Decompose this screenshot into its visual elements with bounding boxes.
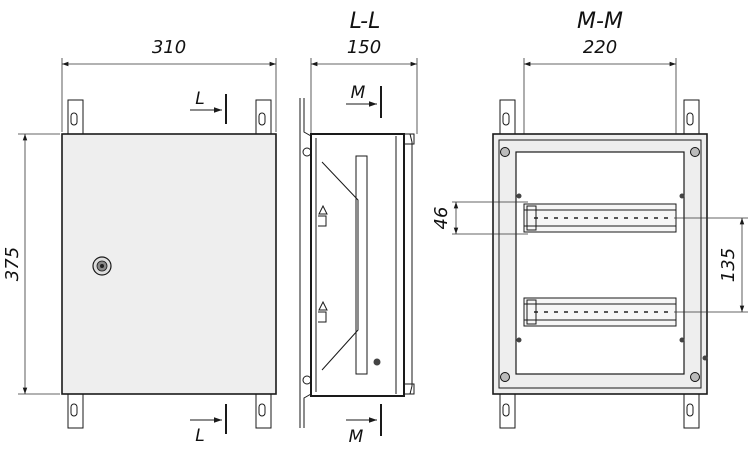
side-section-title: L-L (350, 9, 381, 34)
interior-section-title: M-M (577, 9, 623, 34)
din-rail-lower (523, 297, 677, 327)
din-rail-upper (523, 203, 677, 233)
width-dimension: 310 (61, 37, 277, 132)
interior-section: M-M 220 (431, 9, 748, 429)
depth-dimension-label: 150 (347, 37, 381, 58)
front-view: 310 375 L L (2, 37, 277, 446)
corner-screws (500, 147, 708, 382)
section-cut-marker-top: L (190, 89, 227, 124)
height-dimension: 375 (2, 133, 60, 395)
rail-height-dimension: 46 (431, 201, 528, 235)
side-cut-marker-top: M (346, 83, 382, 118)
side-cut-letter-bottom: M (349, 427, 364, 447)
rail-spacing-label: 135 (718, 248, 739, 282)
cut-letter-bottom: L (195, 426, 204, 446)
rail-spacing-dimension: 135 (674, 217, 748, 313)
door-lock-icon (92, 256, 112, 276)
mounting-plate (515, 151, 685, 375)
interior-width-label: 220 (583, 37, 617, 58)
section-cut-marker-bottom: L (190, 404, 227, 446)
width-dimension-label: 310 (152, 37, 186, 58)
side-cut-letter-top: M (351, 83, 366, 103)
depth-dimension: 150 (310, 37, 418, 134)
height-dimension-label: 375 (2, 247, 23, 281)
rail-height-label: 46 (431, 207, 452, 230)
side-cut-marker-bottom: M (346, 404, 382, 447)
side-section: L-L 150 M (299, 9, 418, 447)
cut-letter-top: L (195, 89, 204, 109)
interior-width-dimension: 220 (523, 37, 677, 134)
